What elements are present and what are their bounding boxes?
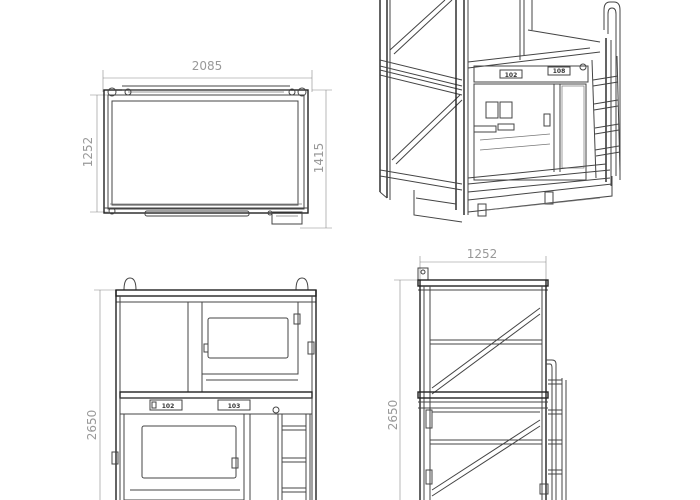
top-outer-height-dimension: 1415 (312, 143, 326, 174)
front-height-dimension: 2650 (85, 410, 99, 441)
top-view: 2085 1252 1415 (81, 59, 332, 229)
iso-room-label-left: 102 (505, 72, 518, 79)
front-room-label-left: 102 (162, 403, 175, 410)
side-height-dimension: 2650 (386, 400, 400, 431)
isometric-view: 102 108 (379, 0, 621, 223)
top-inner-height-dimension: 1252 (81, 137, 95, 168)
side-view: 1252 2650 (386, 247, 567, 500)
iso-room-label-right: 108 (553, 68, 566, 75)
side-width-dimension: 1252 (467, 247, 498, 261)
front-room-label-right: 103 (228, 403, 241, 410)
front-view: 2650 102 103 (85, 277, 317, 500)
top-width-dimension: 2085 (192, 59, 223, 73)
